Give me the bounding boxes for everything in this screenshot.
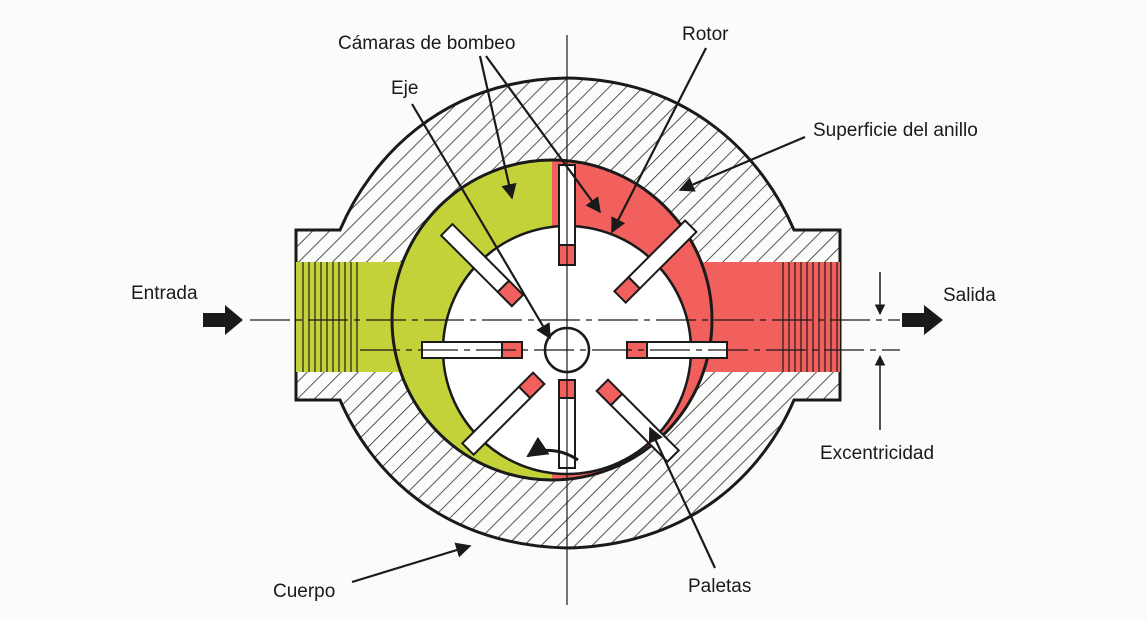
label-paletas: Paletas xyxy=(688,576,751,597)
label-cuerpo: Cuerpo xyxy=(273,581,335,602)
vane-4 xyxy=(595,378,681,464)
inlet-thread xyxy=(298,262,358,372)
vane-6 xyxy=(460,371,546,457)
rotation-arrow xyxy=(526,436,579,462)
label-camaras: Cámaras de bombeo xyxy=(338,33,515,54)
inlet-arrow xyxy=(203,305,243,335)
label-excentricidad: Excentricidad xyxy=(820,443,934,464)
label-eje: Eje xyxy=(391,78,418,99)
label-rotor: Rotor xyxy=(682,24,729,45)
label-salida: Salida xyxy=(943,285,996,306)
outlet-thread xyxy=(782,262,838,372)
label-superficie: Superficie del anillo xyxy=(813,120,978,141)
vane-2 xyxy=(612,219,698,305)
label-entrada: Entrada xyxy=(131,283,198,304)
vane-7 xyxy=(421,341,523,359)
center-lines xyxy=(250,35,900,605)
leader-lines xyxy=(351,47,806,584)
outlet-arrow xyxy=(902,305,943,335)
vane-8 xyxy=(439,222,525,308)
